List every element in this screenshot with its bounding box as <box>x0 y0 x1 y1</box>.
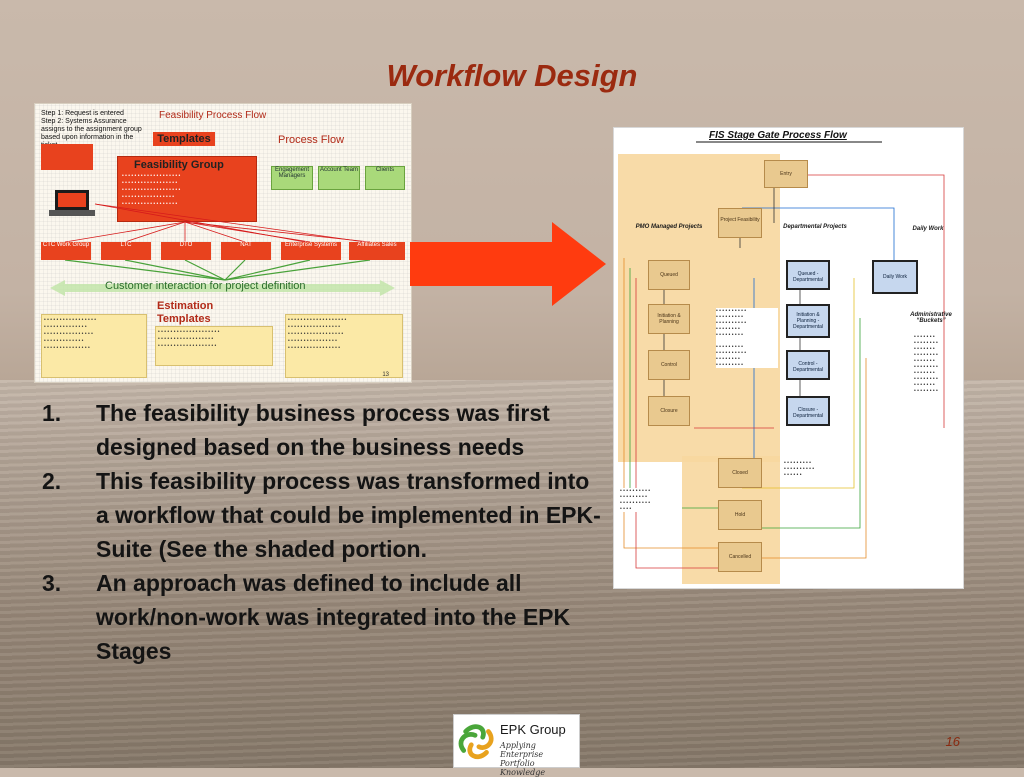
node-control-departmental: Control - Departmental <box>786 350 830 380</box>
epk-logo-icon <box>458 724 494 760</box>
node-closure-departmental: Closure - Departmental <box>786 396 830 426</box>
list-item: 3. An approach was defined to include al… <box>42 570 571 664</box>
right-arrow-icon <box>410 222 606 306</box>
connector-lines <box>50 203 395 296</box>
customer-interaction-label: Customer interaction for project definit… <box>105 280 306 292</box>
node-closure: Closure <box>648 396 690 426</box>
clients-box: Clients <box>365 166 405 190</box>
estimation-note: • • • • • • • • • • • • • • • • • • • ••… <box>155 326 273 366</box>
engagement-managers-box: Engagement Managers <box>271 166 313 190</box>
group-nat: NAT <box>221 242 271 260</box>
list-item: 1. The feasibility business process was … <box>42 400 550 460</box>
node-cancelled: Cancelled <box>718 542 762 572</box>
col-daily-work: Daily Work <box>912 226 944 232</box>
group-dto: DTO <box>161 242 211 260</box>
node-control: Control <box>648 350 690 380</box>
process-flow-label: Process Flow <box>278 134 345 146</box>
group-ctc: CTC Work Group <box>41 242 91 260</box>
stage-gate-terminate-note: • • • • • • • • •• • • • • • • • • •• • … <box>784 460 815 478</box>
node-closed: Closed <box>718 458 762 488</box>
fis-title: FIS Stage Gate Process Flow <box>709 130 847 141</box>
hold-note: • • • • • • • • • •• • • • • • • • •• • … <box>620 488 682 512</box>
feasibility-heading: Feasibility Process Flow <box>159 110 267 121</box>
col-administrative: Administrative “Buckets” <box>910 312 952 324</box>
node-entry: Entry <box>764 160 808 188</box>
account-team-box: Account Team <box>318 166 360 190</box>
estimation-templates-label: Estimation Templates <box>157 300 214 325</box>
ctc-request-box <box>41 144 93 170</box>
admin-note: • • • • • • •• • • • • • • •• • • • • • … <box>914 334 938 394</box>
stage-gate-note: • • • • • • • • • •• • • • • • • • •• • … <box>716 308 778 368</box>
silo-requests-note: • • • • • • • • • • • • • • • • •• • • •… <box>41 314 147 378</box>
cross-org-requests-note: • • • • • • • • • • • • • • • • • • •• •… <box>285 314 403 378</box>
slide-title: Workflow Design <box>386 58 638 93</box>
col-departmental: Departmental Projects <box>783 224 847 230</box>
list-item: 2. This feasibility process was transfor… <box>42 468 601 562</box>
col-pmo-managed: PMO Managed Projects <box>635 224 703 230</box>
slide-number: 16 <box>945 734 960 749</box>
node-hold: Hold <box>718 500 762 530</box>
templates-label: Templates <box>153 132 215 146</box>
node-init-departmental: Initiation & Planning - Departmental <box>786 304 830 338</box>
fis-stage-gate-image: FIS Stage Gate Process Flow Entry Projec… <box>613 127 964 589</box>
laptop-icon <box>49 190 95 216</box>
node-queued: Queued <box>648 260 690 290</box>
group-enterprise-systems: Enterprise Systems <box>281 242 341 260</box>
group-affiliates-sales: Affiliates Sales <box>349 242 405 260</box>
feasibility-group-box: Feasibility Group • • • • • • • • • • • … <box>117 156 257 222</box>
group-ltc: LTC <box>101 242 151 260</box>
node-project-feasibility: Project Feasibility <box>718 208 762 238</box>
node-queued-departmental: Queued - Departmental <box>786 260 830 290</box>
node-daily-work: Daily Work <box>872 260 918 294</box>
node-init-planning: Initiation & Planning <box>648 304 690 334</box>
bullet-list: 1. The feasibility business process was … <box>42 396 602 668</box>
diagram-page-number: 13 <box>382 372 389 378</box>
